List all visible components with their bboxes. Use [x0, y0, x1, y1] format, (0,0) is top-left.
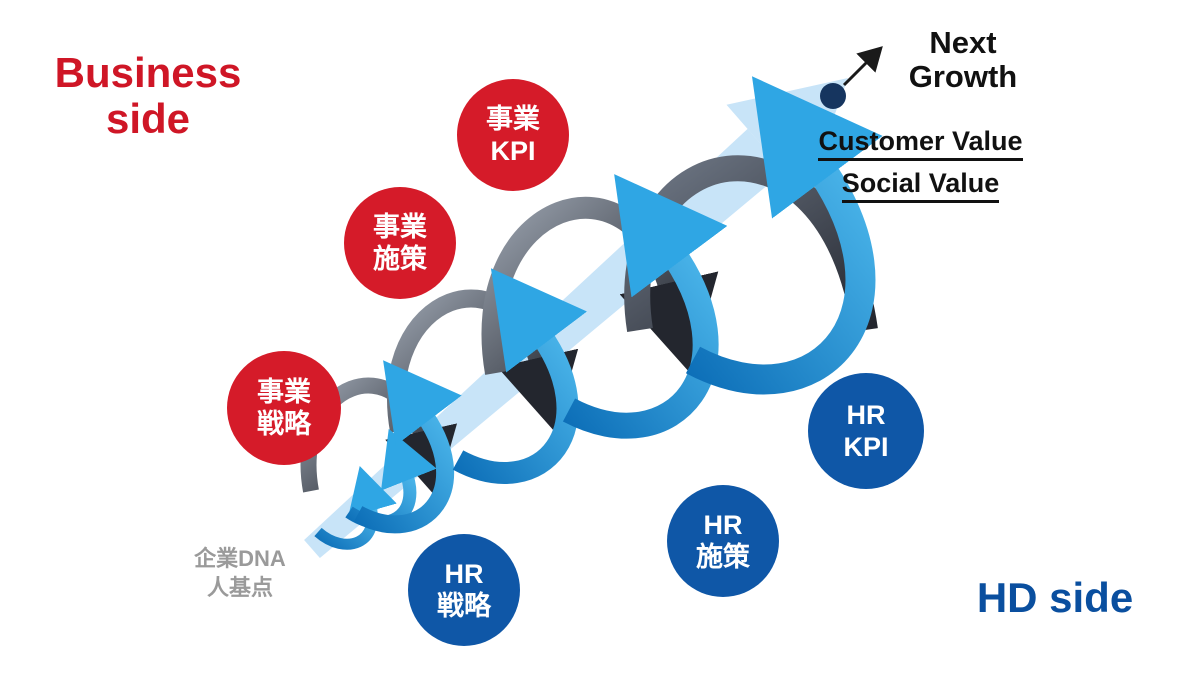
customer-value-label: Customer Value [818, 126, 1023, 161]
node-business-kpi: 事業 KPI [457, 79, 569, 191]
spiral-blue-arc-1 [353, 360, 462, 534]
node-business-strategy: 事業 戦略 [227, 351, 341, 465]
node-business-measures: 事業 施策 [344, 187, 456, 299]
node-hr-strategy: HR 戦略 [408, 534, 520, 646]
hd-side-label: HD side [976, 574, 1134, 621]
social-value-line: Social Value [778, 168, 1063, 203]
origin-label: 企業DNA 人基点 [194, 546, 286, 600]
customer-value-line: Customer Value [778, 126, 1063, 161]
node-hr-kpi: HR KPI [808, 373, 924, 489]
business-side-label: Business side [54, 49, 242, 143]
spiral-blue-arc-2 [452, 268, 588, 484]
next-growth-arrow [842, 46, 883, 87]
value-labels: Customer Value Social Value [778, 126, 1063, 210]
next-growth-label: Next Growth [908, 25, 1018, 95]
endpoint-dot [820, 83, 846, 109]
spiral-blue-arc-4 [685, 76, 883, 395]
social-value-label: Social Value [841, 168, 1000, 203]
spiral-blue-arc-3 [562, 174, 728, 439]
node-hr-measures: HR 施策 [667, 485, 779, 597]
